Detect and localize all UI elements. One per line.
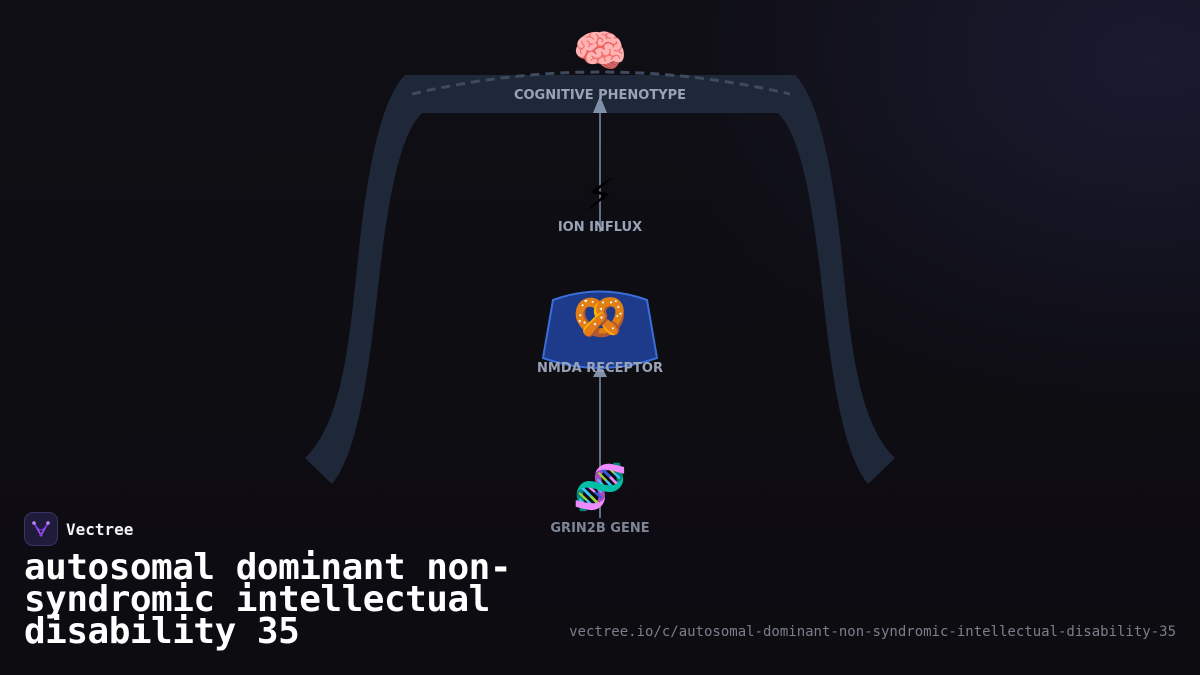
page-title: autosomal dominant non-syndromic intelle… bbox=[24, 547, 512, 652]
lightning-icon: ⚡ bbox=[585, 170, 616, 221]
node-label-grin2b-gene: GRIN2B GENE bbox=[550, 521, 649, 536]
node-label-ion-influx: ION INFLUX bbox=[558, 220, 642, 235]
page-url[interactable]: vectree.io/c/autosomal-dominant-non-synd… bbox=[569, 624, 1176, 640]
brand[interactable]: Vectree bbox=[24, 512, 133, 546]
nmda-receptor-shape bbox=[541, 290, 659, 369]
arrowhead-receptor bbox=[593, 364, 607, 377]
arch-dashed-curve bbox=[411, 70, 791, 96]
vectree-logo-icon bbox=[24, 512, 58, 546]
brand-name: Vectree bbox=[66, 519, 134, 539]
brain-icon: 🧠 bbox=[573, 26, 628, 77]
dna-icon: 🧬 bbox=[573, 460, 628, 513]
node-label-nmda-receptor: NMDA RECEPTOR bbox=[537, 361, 663, 376]
pretzel-icon: 🥨 bbox=[573, 292, 628, 343]
arrowhead-cognitive bbox=[593, 96, 607, 113]
node-label-cognitive-phenotype: COGNITIVE PHENOTYPE bbox=[514, 88, 686, 103]
